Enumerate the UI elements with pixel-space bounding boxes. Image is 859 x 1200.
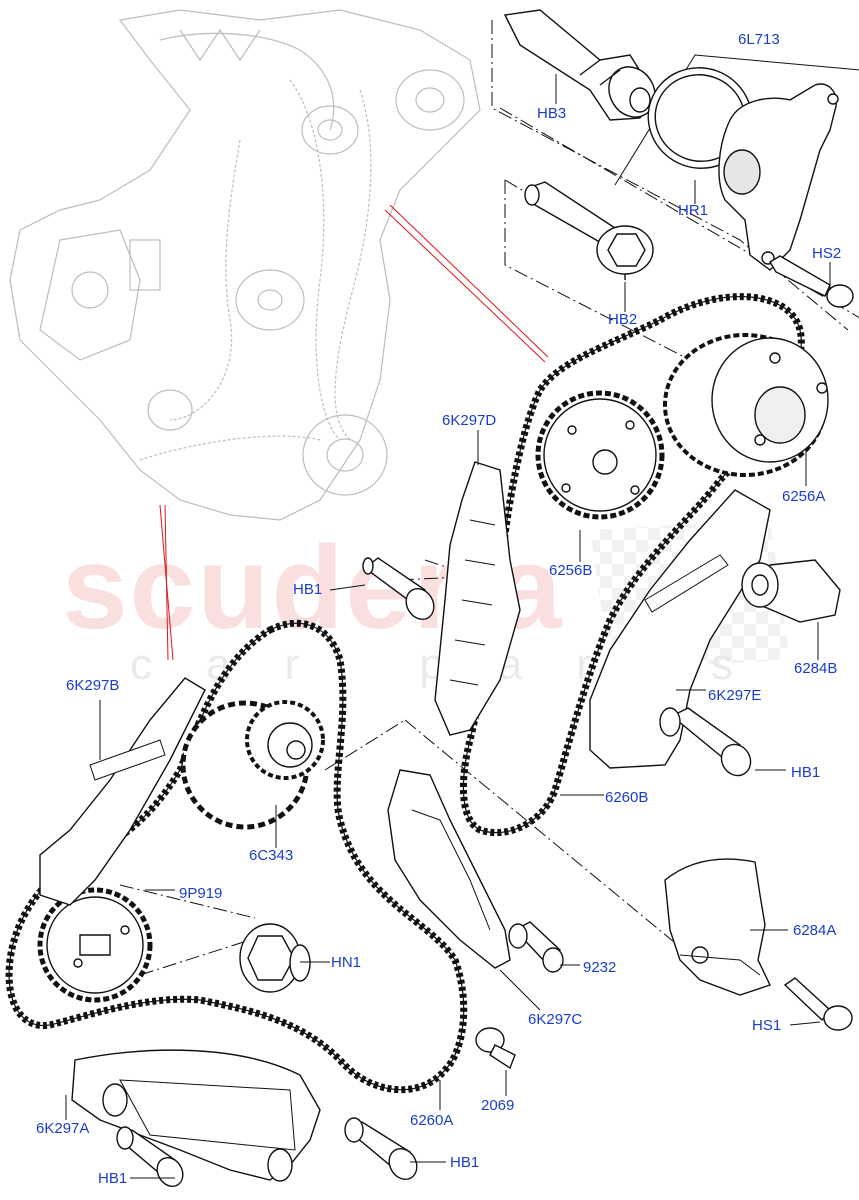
callout-6l713: 6L713 xyxy=(738,31,780,48)
callout-6260b: 6260B xyxy=(605,789,649,806)
bolt-hs1 xyxy=(783,977,853,1031)
sprocket-9p919 xyxy=(37,887,153,1003)
sprocket-6c343 xyxy=(180,700,325,830)
sprocket-6256b xyxy=(535,390,665,520)
callout-hs1: HS1 xyxy=(752,1017,782,1034)
callout-6284a: 6284A xyxy=(793,922,837,939)
callout-hn1: HN1 xyxy=(331,954,362,971)
callout-hb1-right: HB1 xyxy=(791,764,821,781)
callout-9232: 9232 xyxy=(583,959,617,976)
callout-6k297b: 6K297B xyxy=(66,677,120,694)
bolt-2069 xyxy=(475,1027,516,1070)
callout-6256a: 6256A xyxy=(782,488,826,505)
phaser-6256a xyxy=(663,333,829,477)
callout-hb1-lower-right: HB1 xyxy=(450,1154,480,1171)
pin-hb1-upper xyxy=(362,557,435,621)
cover-6l713 xyxy=(614,54,859,271)
callout-hb1-lower-left: HB1 xyxy=(98,1170,128,1187)
guide-6k297d xyxy=(434,461,521,736)
pin-hb1-lower-left xyxy=(116,1126,184,1188)
detail-pointer-lines xyxy=(159,204,549,661)
nut-hn1 xyxy=(239,923,311,993)
guide-6k297a xyxy=(71,1049,321,1182)
callout-hr1: HR1 xyxy=(678,202,709,219)
callout-2069: 2069 xyxy=(481,1097,515,1114)
pin-hb1-lower-right xyxy=(344,1117,418,1181)
callout-6260a: 6260A xyxy=(410,1112,454,1129)
pin-hb1-right xyxy=(659,707,752,777)
engine-overview-ghost xyxy=(9,9,481,521)
callout-hb3: HB3 xyxy=(537,105,567,122)
callout-hs2: HS2 xyxy=(812,245,842,262)
tensioner-6284a xyxy=(664,858,771,996)
guide-6k297b xyxy=(39,677,206,906)
callout-9p919: 9P919 xyxy=(179,885,223,902)
callout-6284b: 6284B xyxy=(794,660,838,677)
pin-9232 xyxy=(508,921,564,973)
tensioner-6284b xyxy=(741,559,841,623)
bolt-hb2 xyxy=(524,181,654,280)
callout-6c343: 6C343 xyxy=(249,847,294,864)
bolt-hb3 xyxy=(503,9,656,121)
screw-hs2 xyxy=(769,255,854,308)
callout-6k297e: 6K297E xyxy=(708,687,762,704)
guide-6k297c xyxy=(387,769,511,969)
callout-hb1-upper: HB1 xyxy=(293,581,323,598)
callout-6k297c: 6K297C xyxy=(528,1011,583,1028)
callout-6k297a: 6K297A xyxy=(36,1120,90,1137)
callout-6k297d: 6K297D xyxy=(442,412,497,429)
callout-hb2: HB2 xyxy=(608,311,638,328)
callout-6256b: 6256B xyxy=(549,562,593,579)
callout-leaders xyxy=(65,74,831,1179)
